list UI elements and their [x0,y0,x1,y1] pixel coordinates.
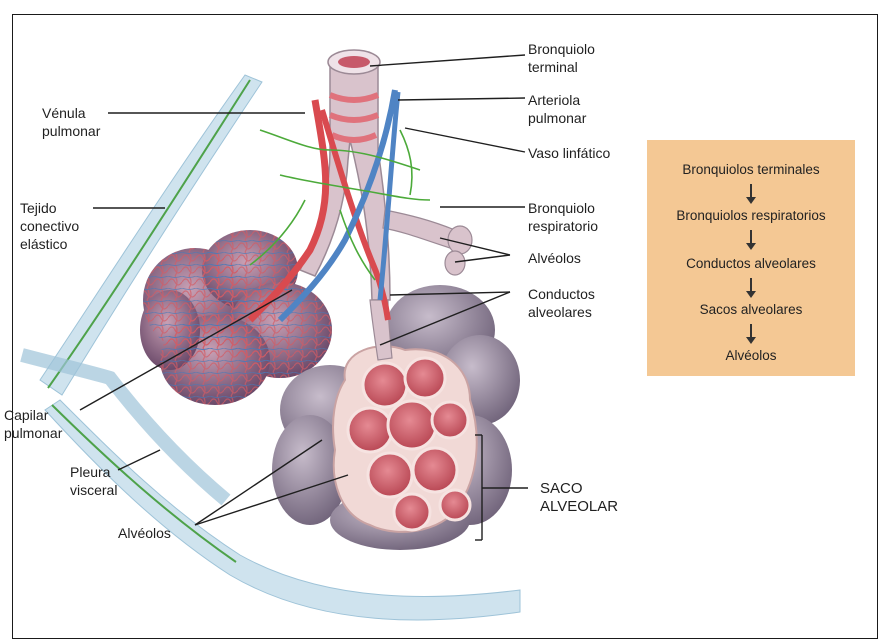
label-line: Vaso linfático [528,144,610,162]
label-venula-pulmonar: Vénula pulmonar [42,104,100,140]
label-line: visceral [70,481,117,499]
label-line: elástico [20,235,79,253]
flow-arrow [750,230,752,246]
flow-arrow [750,278,752,294]
label-alveolos-right: Alvéolos [528,249,581,267]
label-vaso-linfatico: Vaso linfático [528,144,610,162]
airway-flow-box: Bronquiolos terminales Bronquiolos respi… [647,140,855,376]
flow-arrow [750,184,752,200]
label-line: conectivo [20,217,79,235]
flow-step-3: Conductos alveolares [647,256,855,271]
label-line: pulmonar [4,424,62,442]
label-line: ALVEOLAR [540,498,618,516]
label-line: Pleura [70,463,117,481]
label-capilar-pulmonar: Capilar pulmonar [4,406,62,442]
flow-arrow [750,324,752,340]
label-alveolos-bottom: Alvéolos [118,524,171,542]
label-line: Conductos [528,285,595,303]
label-line: Tejido [20,199,79,217]
label-line: Alvéolos [528,249,581,267]
label-bronquiolo-respiratorio: Bronquiolo respiratorio [528,199,598,235]
label-line: Bronquiolo [528,40,595,58]
label-line: pulmonar [528,109,586,127]
label-tejido-conectivo: Tejido conectivo elástico [20,199,79,253]
label-line: respiratorio [528,217,598,235]
label-line: Capilar [4,406,62,424]
label-arteriola-pulmonar: Arteriola pulmonar [528,91,586,127]
label-line: SACO [540,480,618,498]
label-line: pulmonar [42,122,100,140]
label-line: Vénula [42,104,100,122]
label-pleura-visceral: Pleura visceral [70,463,117,499]
label-line: Bronquiolo [528,199,598,217]
flow-step-5: Alvéolos [647,348,855,363]
label-saco-alveolar: SACO ALVEOLAR [540,480,618,516]
label-line: alveolares [528,303,595,321]
label-line: terminal [528,58,595,76]
label-conductos-alveolares: Conductos alveolares [528,285,595,321]
label-line: Arteriola [528,91,586,109]
label-line: Alvéolos [118,524,171,542]
label-bronquiolo-terminal: Bronquiolo terminal [528,40,595,76]
flow-step-4: Sacos alveolares [647,302,855,317]
flow-step-2: Bronquiolos respiratorios [647,208,855,223]
flow-step-1: Bronquiolos terminales [647,162,855,177]
